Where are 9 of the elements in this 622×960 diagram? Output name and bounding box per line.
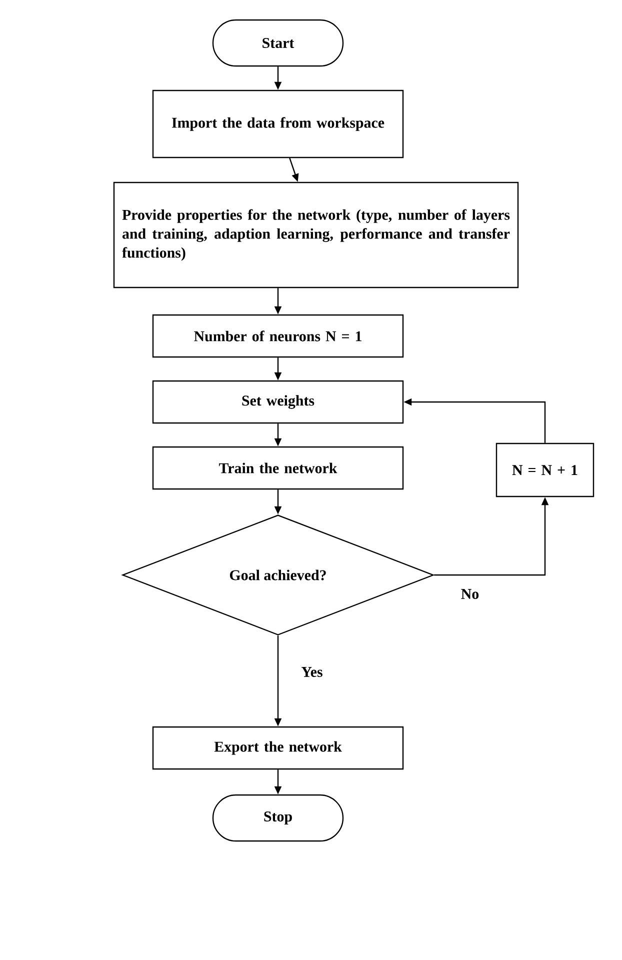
process-box: Train the network xyxy=(152,446,404,490)
process-box: Provide properties for the network (type, number of layers and training, adaption learning, performance and transfer functions) xyxy=(113,182,519,288)
process-box: Export the network xyxy=(152,726,404,770)
process-box: N = N + 1 xyxy=(496,442,594,498)
edge-label: No xyxy=(461,589,479,599)
process-box: Number of neurons N = 1 xyxy=(152,314,404,358)
process-box: Import the data from workspace xyxy=(152,90,404,158)
edge-label: Yes xyxy=(301,667,322,677)
process-box: Set weights xyxy=(152,380,404,424)
